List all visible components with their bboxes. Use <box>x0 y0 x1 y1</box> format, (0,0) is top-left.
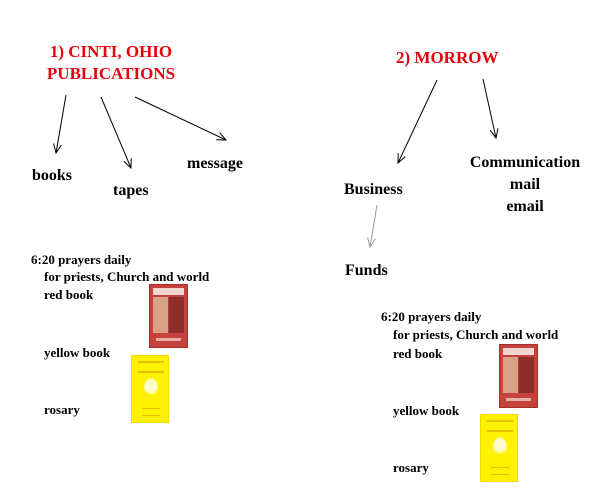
left-yellow-book-label: yellow book <box>44 345 111 360</box>
business-label: Business <box>344 181 403 198</box>
right-yellow-book-cover <box>480 414 518 482</box>
arrow-to-tapes <box>100 96 131 168</box>
left-heading: 1) CINTI, OHIO PUBLICATIONS <box>34 41 188 85</box>
left-prayer-line-1: 6:20 prayers daily <box>31 252 132 267</box>
arrow-to-communication <box>482 78 496 138</box>
right-yellow-book-label: yellow book <box>393 403 460 418</box>
communication-line-2: mail <box>509 176 541 193</box>
right-red-book-label: red book <box>393 346 443 361</box>
tapes-label: tapes <box>113 182 149 199</box>
right-prayer-line-2: for priests, Church and world <box>393 327 559 342</box>
arrow-to-books <box>56 94 67 153</box>
left-heading-line-1: 1) CINTI, OHIO <box>49 42 173 61</box>
left-red-book-label: red book <box>44 287 94 302</box>
right-red-book-cover <box>499 344 538 408</box>
right-heading: 2) MORROW <box>396 48 499 67</box>
arrow-to-funds <box>370 204 378 247</box>
left-red-book-cover <box>149 284 188 348</box>
arrow-to-business <box>398 79 438 163</box>
communication-label: Communication mail email <box>458 152 592 218</box>
communication-line-3: email <box>506 198 544 215</box>
left-prayer-line-2: for priests, Church and world <box>44 269 210 284</box>
right-prayer-line-1: 6:20 prayers daily <box>381 309 482 324</box>
communication-line-1: Communication <box>469 154 581 171</box>
books-label: books <box>32 167 73 184</box>
left-yellow-book-cover <box>131 355 169 423</box>
left-rosary-label: rosary <box>44 402 80 417</box>
message-label: message <box>187 155 243 172</box>
funds-label: Funds <box>345 262 388 279</box>
left-heading-line-2: PUBLICATIONS <box>46 64 176 83</box>
right-rosary-label: rosary <box>393 460 429 475</box>
arrow-to-message <box>134 96 226 140</box>
